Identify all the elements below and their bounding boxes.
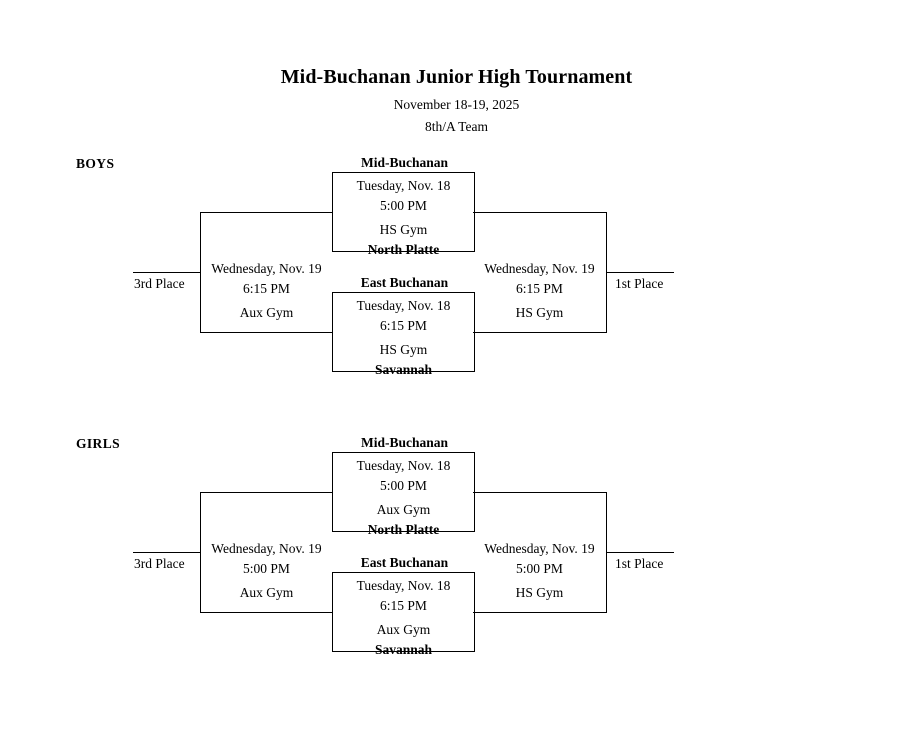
semifinal-top-time: 5:00 PM (380, 198, 427, 213)
semifinal-bottom-team-2: Savannah (374, 362, 433, 377)
bracket-boys: BOYS 3rd Place 1st Place Wednesday, Nov.… (0, 150, 913, 390)
championship-time: 5:00 PM (516, 561, 563, 576)
semifinal-bottom-team-2: Savannah (374, 642, 433, 657)
first-place-connector (606, 552, 674, 553)
third-place-connector (133, 272, 201, 273)
championship-time: 6:15 PM (516, 281, 563, 296)
semifinal-top-date: Tuesday, Nov. 18 (356, 458, 451, 473)
championship-date: Wednesday, Nov. 19 (484, 541, 595, 556)
championship-game-info: Wednesday, Nov. 19 6:15 PM HS Gym (473, 259, 606, 323)
semifinal-top-date: Tuesday, Nov. 18 (356, 178, 451, 193)
semifinal-top-team-1: Mid-Buchanan (360, 155, 449, 170)
semifinal-bottom-date: Tuesday, Nov. 18 (356, 578, 451, 593)
semifinal-game-top: Mid-Buchanan Tuesday, Nov. 18 5:00 PM HS… (332, 155, 475, 257)
semifinal-top-team-1: Mid-Buchanan (360, 435, 449, 450)
semifinal-bottom-time: 6:15 PM (380, 598, 427, 613)
consolation-venue: Aux Gym (239, 585, 294, 600)
bracket-girls: GIRLS 3rd Place 1st Place Wednesday, Nov… (0, 430, 913, 670)
first-place-label: 1st Place (615, 276, 664, 291)
page-title: Mid-Buchanan Junior High Tournament (280, 66, 633, 88)
semifinal-top-time: 5:00 PM (380, 478, 427, 493)
consolation-time: 5:00 PM (243, 561, 290, 576)
championship-date: Wednesday, Nov. 19 (484, 261, 595, 276)
semifinal-game-bottom: East Buchanan Tuesday, Nov. 18 6:15 PM A… (332, 555, 475, 657)
semifinal-top-team-2: North Platte (367, 522, 440, 537)
consolation-game-info: Wednesday, Nov. 19 6:15 PM Aux Gym (200, 259, 333, 323)
semifinal-top-team-2: North Platte (367, 242, 440, 257)
semifinal-bottom-time: 6:15 PM (380, 318, 427, 333)
consolation-time: 6:15 PM (243, 281, 290, 296)
semifinal-bottom-team-1: East Buchanan (360, 555, 449, 570)
semifinal-game-bottom: East Buchanan Tuesday, Nov. 18 6:15 PM H… (332, 275, 475, 377)
semifinal-top-venue: Aux Gym (376, 502, 431, 517)
semifinal-bottom-venue: Aux Gym (376, 622, 431, 637)
semifinal-game-top: Mid-Buchanan Tuesday, Nov. 18 5:00 PM Au… (332, 435, 475, 537)
tournament-dates: November 18-19, 2025 (393, 97, 520, 112)
semifinal-bottom-venue: HS Gym (379, 342, 428, 357)
consolation-date: Wednesday, Nov. 19 (211, 541, 322, 556)
third-place-label: 3rd Place (134, 556, 185, 571)
consolation-venue: Aux Gym (239, 305, 294, 320)
document-header: Mid-Buchanan Junior High Tournament Nove… (0, 0, 913, 136)
consolation-game-info: Wednesday, Nov. 19 5:00 PM Aux Gym (200, 539, 333, 603)
first-place-connector (606, 272, 674, 273)
semifinal-bottom-date: Tuesday, Nov. 18 (356, 298, 451, 313)
third-place-connector (133, 552, 201, 553)
division-label-girls: GIRLS (76, 436, 121, 451)
championship-venue: HS Gym (515, 305, 564, 320)
tournament-division: 8th/A Team (425, 118, 488, 134)
semifinal-bottom-team-1: East Buchanan (360, 275, 449, 290)
consolation-date: Wednesday, Nov. 19 (211, 261, 322, 276)
championship-game-info: Wednesday, Nov. 19 5:00 PM HS Gym (473, 539, 606, 603)
third-place-label: 3rd Place (134, 276, 185, 291)
championship-venue: HS Gym (515, 585, 564, 600)
division-label-boys: BOYS (76, 156, 115, 171)
first-place-label: 1st Place (615, 556, 664, 571)
semifinal-top-venue: HS Gym (379, 222, 428, 237)
